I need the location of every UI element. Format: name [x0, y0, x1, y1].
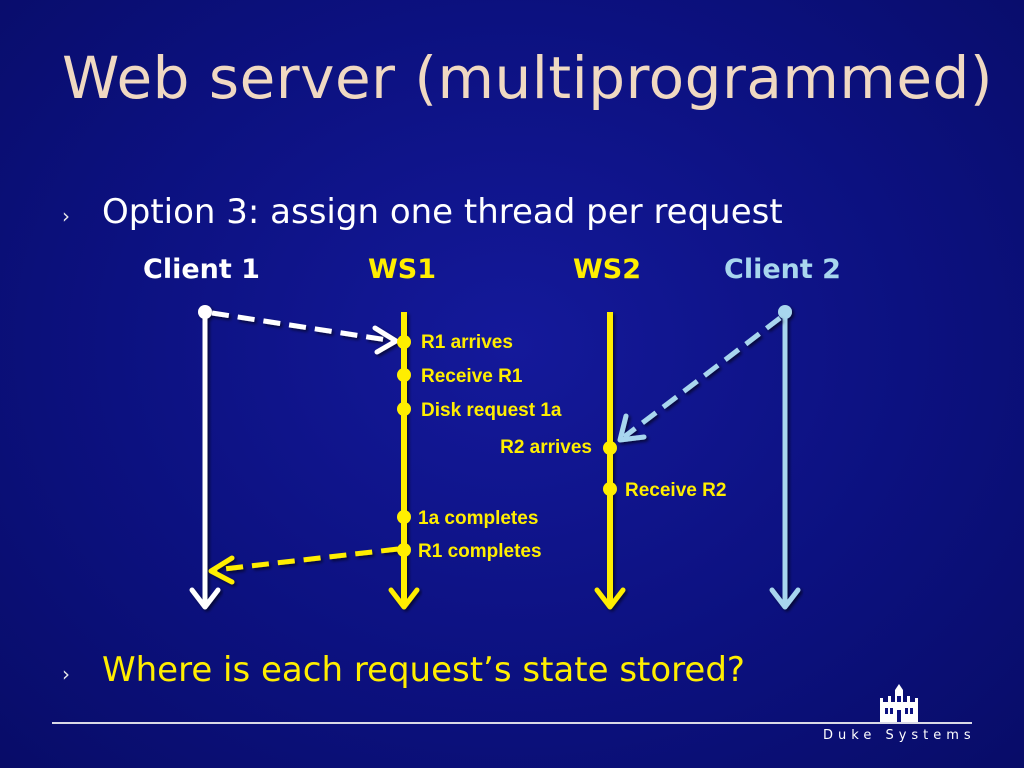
event-dot-disk-request	[397, 402, 411, 416]
footer-brand: Duke Systems	[823, 728, 976, 743]
bullet-marker: ›	[62, 204, 70, 228]
column-header-client-1: Client 1	[143, 254, 260, 285]
bullet-marker: ›	[62, 662, 70, 686]
client-1-start-dot	[198, 305, 212, 319]
column-header-ws2: WS2	[573, 254, 642, 285]
client-1-timeline	[189, 305, 221, 610]
label-receive-r1: Receive R1	[421, 366, 523, 387]
ws2-event-dots	[603, 441, 617, 496]
label-disk-request: Disk request 1a	[421, 400, 562, 421]
client-2-timeline	[769, 305, 801, 610]
ws2-timeline	[594, 312, 626, 610]
event-dot-r1-arrives	[397, 335, 411, 349]
bullet-text: Where is each request’s state stored?	[102, 650, 745, 690]
label-r1-completes: R1 completes	[418, 541, 542, 562]
bullet-text: Option 3: assign one thread per request	[102, 192, 783, 232]
client-2-start-dot	[778, 305, 792, 319]
response-r1-arrow	[208, 546, 399, 585]
slide-title: Web server (multiprogrammed)	[62, 44, 993, 112]
label-1a-completes: 1a completes	[418, 508, 538, 529]
event-dot-r2-arrives	[603, 441, 617, 455]
bullet-state-question: › Where is each request’s state stored?	[62, 650, 745, 690]
column-header-ws1: WS1	[368, 254, 437, 285]
event-dot-1a-completes	[397, 510, 411, 524]
label-receive-r2: Receive R2	[625, 480, 726, 501]
request-r1-arrow	[211, 310, 399, 355]
label-r2-arrives: R2 arrives	[500, 437, 592, 458]
column-header-client-2: Client 2	[724, 254, 841, 285]
event-dot-r1-completes	[397, 543, 411, 557]
label-r1-arrives: R1 arrives	[421, 332, 513, 353]
bullet-option-3: › Option 3: assign one thread per reques…	[62, 192, 783, 232]
event-dot-receive-r1	[397, 368, 411, 382]
ws1-timeline	[388, 312, 420, 610]
footer-divider	[52, 722, 972, 724]
duke-chapel-logo-icon	[880, 684, 918, 722]
event-dot-receive-r2	[603, 482, 617, 496]
ws1-event-dots	[397, 335, 411, 557]
request-r2-arrow	[617, 316, 782, 443]
